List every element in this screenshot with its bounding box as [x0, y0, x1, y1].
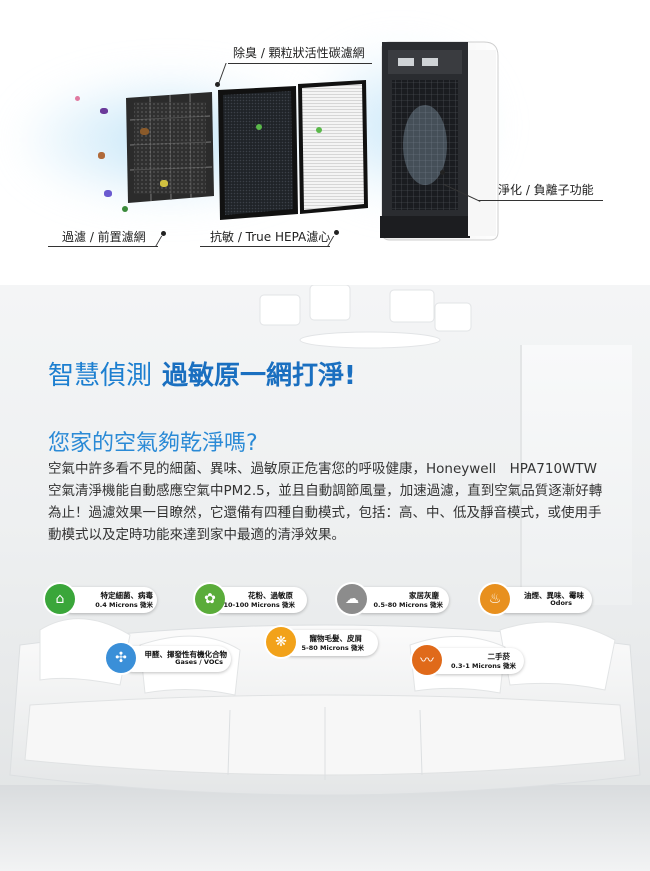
particle: [160, 180, 168, 187]
badge-odor: ♨ 油煙、異味、霉味 Odors: [480, 584, 592, 614]
voc-icon: ✣: [106, 643, 136, 673]
hepa-filter-panel: [298, 80, 368, 214]
filter-diagram-section: 除臭 / 顆粒狀活性碳濾網 淨化 / 負離子功能 過濾 / 前置濾網 抗敏 / …: [0, 0, 650, 285]
particle: [98, 152, 105, 159]
smoke-icon: 〰: [412, 645, 442, 675]
callout-hepa: 抗敏 / True HEPA濾心: [210, 230, 331, 244]
chandelier-illustration: [259, 285, 472, 349]
leader-dot: [440, 170, 445, 175]
particle: [75, 96, 80, 101]
headline-part2: 過敏原一網打淨!: [162, 361, 356, 391]
dust-icon: ☁: [337, 584, 367, 614]
odor-icon: ♨: [480, 584, 510, 614]
leader-line: [48, 246, 158, 247]
leader-line: [154, 236, 163, 247]
particle: [316, 127, 322, 133]
badge-smoke: 〰 二手菸 0.3-1 Microns 微米: [412, 645, 524, 675]
leader-dot: [334, 230, 339, 235]
prefilter-panel: [126, 92, 214, 203]
bacteria-icon: ⌂: [45, 584, 75, 614]
carbon-filter-panel: [218, 86, 298, 220]
leader-line: [228, 63, 372, 64]
particle: [256, 124, 262, 130]
callout-deodor: 除臭 / 顆粒狀活性碳濾網: [233, 46, 365, 60]
particle: [122, 206, 128, 212]
pollen-icon: ✿: [195, 584, 225, 614]
description-paragraph: 空氣中許多看不見的細菌、異味、過敏原正危害您的呼吸健康，Honeywell HP…: [48, 461, 603, 543]
particle: [100, 108, 108, 114]
leader-dot: [161, 231, 166, 236]
badge-bacteria: ⌂ 特定細菌、病毒 0.4 Microns 微米: [45, 584, 157, 614]
badge-dust: ☁ 家居灰塵 0.5-80 Microns 微米: [337, 584, 449, 614]
air-purifier-unit: [380, 41, 499, 241]
callout-ion: 淨化 / 負離子功能: [498, 183, 594, 197]
particle: [104, 190, 112, 197]
leader-dot: [215, 82, 220, 87]
badge-pet-hair: ❋ 寵物毛髮、皮屑 5-80 Microns 微米: [266, 627, 378, 657]
leader-line: [200, 246, 330, 247]
section-question: 您家的空氣夠乾淨嗎?: [48, 431, 258, 456]
pet-hair-icon: ❋: [266, 627, 296, 657]
headline-part1: 智慧偵測: [48, 361, 153, 391]
window: [520, 345, 632, 605]
badge-voc: ✣ 甲醛、揮發性有機化合物 Gases / VOCs: [106, 643, 231, 673]
callout-prefilter: 過濾 / 前置濾網: [62, 230, 146, 244]
leader-line: [478, 200, 603, 201]
badge-pollen: ✿ 花粉、過敏原 10-100 Microns 微米: [195, 584, 307, 614]
particle: [140, 128, 149, 135]
page-headline: 智慧偵測過敏原一網打淨!: [48, 355, 356, 392]
